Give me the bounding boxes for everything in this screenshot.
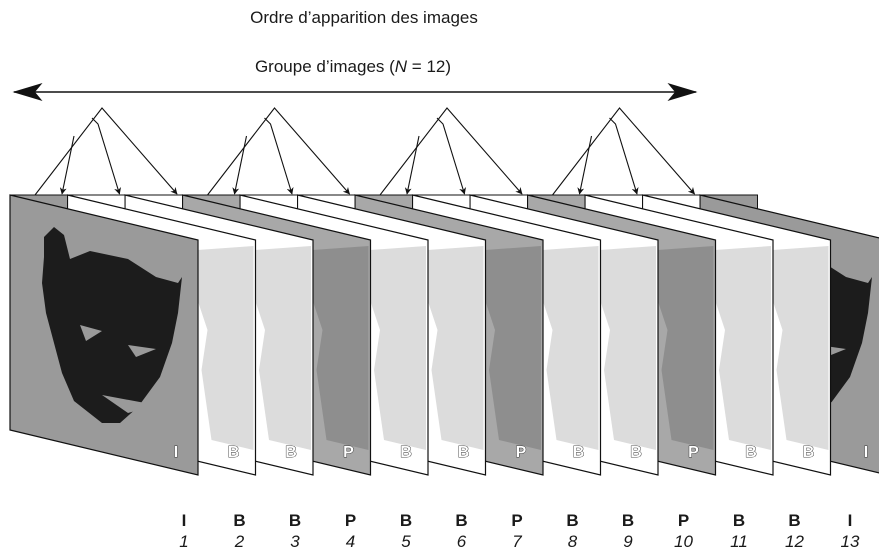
ghost-image <box>542 246 599 450</box>
gop-label: Groupe d’images (N = 12) <box>255 57 451 76</box>
prediction-arrow <box>379 107 523 196</box>
frame-type-mark: B <box>228 444 240 461</box>
frame-number-label: 11 <box>730 532 748 551</box>
frame-type-mark: B <box>803 444 815 461</box>
mask-image <box>42 227 182 423</box>
mask-mouth <box>102 395 156 413</box>
frame-number-label: 3 <box>290 532 300 551</box>
diagram-title: Ordre d’apparition des images <box>250 8 478 27</box>
prediction-arrow <box>404 135 420 195</box>
frame-1: I <box>9 194 199 476</box>
ghost-image <box>427 246 484 450</box>
ghost-image <box>312 246 369 450</box>
mask-eye <box>80 325 102 341</box>
frame-type-mark: P <box>516 444 527 461</box>
frame-type-label: B <box>233 511 245 530</box>
frame-number-label: 5 <box>401 532 411 551</box>
frame-number-label: 8 <box>568 532 578 551</box>
frame-type-label: P <box>345 511 356 530</box>
ghost-image <box>772 246 829 450</box>
frame-type-label: B <box>566 511 578 530</box>
arrow-tree-1 <box>34 107 178 196</box>
frame-type-mark: I <box>174 444 178 461</box>
frame-type-label: P <box>511 511 522 530</box>
prediction-arrow <box>609 117 639 195</box>
frame-type-label: B <box>788 511 800 530</box>
frame-type-mark: B <box>458 444 470 461</box>
gop-label-n: N <box>395 57 408 76</box>
mask-eye <box>128 345 156 357</box>
frame-number-label: 9 <box>623 532 633 551</box>
gop-label-prefix: Groupe d’images ( <box>255 57 395 76</box>
frame-type-label: I <box>848 511 853 530</box>
frame-number-label: 13 <box>841 532 860 551</box>
frame-type-label: B <box>733 511 745 530</box>
frame-number-label: 7 <box>512 532 522 551</box>
prediction-arrow <box>264 117 294 195</box>
frame-type-label: B <box>455 511 467 530</box>
arrow-tree-2 <box>207 107 350 196</box>
ghost-image <box>370 246 426 450</box>
gop-label-suffix: = 12) <box>407 57 451 76</box>
frame-number-label: 2 <box>234 532 245 551</box>
prediction-arrows <box>34 107 695 196</box>
frame-number-label: 12 <box>785 532 804 551</box>
frame-type-mark: B <box>745 444 757 461</box>
frame-number-label: 6 <box>457 532 467 551</box>
frame-number-label: 10 <box>674 532 693 551</box>
prediction-arrow <box>207 107 350 196</box>
frame-labels: I 1 B 2 B 3 P 4 B 5 B 6 P 7 B 8 B 9 P 10 B 11 B 12 I 13 <box>179 511 860 551</box>
frame-type-mark: B <box>630 444 642 461</box>
ghost-image <box>715 246 771 450</box>
arrow-tree-4 <box>552 107 695 196</box>
frame-type-label: B <box>289 511 301 530</box>
frame-type-label: B <box>400 511 412 530</box>
frame-number-label: 4 <box>346 532 355 551</box>
prediction-arrow <box>552 107 695 196</box>
ghost-image <box>600 246 656 450</box>
prediction-arrow <box>59 135 75 195</box>
frame-type-label: P <box>678 511 689 530</box>
frame-type-mark: I <box>864 444 868 461</box>
frame-number-label: 1 <box>179 532 188 551</box>
ghost-image <box>657 246 714 450</box>
frame-type-mark: P <box>343 444 354 461</box>
ghost-image <box>255 246 311 450</box>
prediction-arrow <box>232 135 248 195</box>
frame-type-mark: B <box>573 444 585 461</box>
frame-type-mark: B <box>400 444 412 461</box>
prediction-arrow <box>577 135 593 195</box>
ghost-image <box>197 246 254 450</box>
prediction-arrow <box>91 117 121 195</box>
frame-type-label: B <box>622 511 634 530</box>
arrow-tree-3 <box>379 107 523 196</box>
prediction-arrow <box>436 117 466 195</box>
frame-type-mark: P <box>688 444 699 461</box>
prediction-arrow <box>34 107 178 196</box>
ghost-image <box>485 246 541 450</box>
frame-type-mark: B <box>285 444 297 461</box>
frame-type-label: I <box>182 511 187 530</box>
